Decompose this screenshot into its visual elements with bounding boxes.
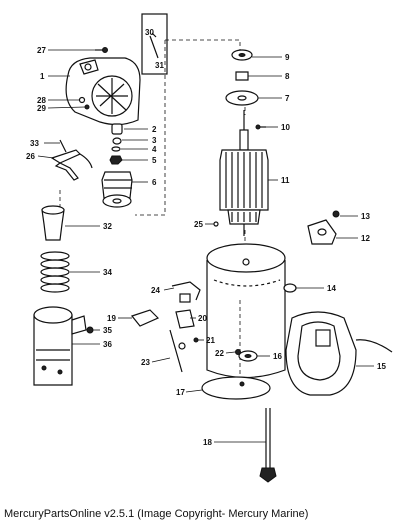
pin-33 — [59, 139, 67, 153]
bushing-2 — [111, 123, 123, 135]
shift-lever — [50, 149, 93, 181]
callout-8: 8 — [285, 72, 290, 81]
part-28 — [78, 96, 86, 104]
callout-19: 19 — [107, 314, 116, 323]
brush-19 — [130, 309, 160, 327]
callout-18: 18 — [203, 438, 212, 447]
drive-assembly — [101, 171, 133, 208]
callout-30: 30 — [145, 28, 154, 37]
callout-5: 5 — [152, 156, 157, 165]
callout-1: 1 — [40, 72, 45, 81]
end-cap-17 — [201, 376, 271, 400]
callout-7: 7 — [285, 94, 290, 103]
callout-2: 2 — [152, 125, 157, 134]
plate-7-hole — [237, 95, 247, 101]
callout-33: 33 — [30, 139, 39, 148]
callout-31: 31 — [155, 61, 164, 70]
callout-17: 17 — [176, 388, 185, 397]
callout-15: 15 — [377, 362, 386, 371]
callout-11: 11 — [281, 176, 290, 185]
brush-holder-12 — [307, 219, 337, 245]
callout-21: 21 — [206, 336, 215, 345]
callout-20: 20 — [198, 314, 207, 323]
drive-end-housing — [65, 57, 141, 126]
callout-9: 9 — [285, 53, 290, 62]
part-29 — [84, 104, 90, 110]
leader-lines — [37, 49, 374, 443]
callout-16: 16 — [273, 352, 282, 361]
washer-21 — [193, 337, 199, 343]
washer-16-hole — [244, 354, 252, 358]
brush-lead — [179, 293, 191, 303]
screw-13 — [332, 210, 340, 218]
solenoid — [33, 306, 87, 386]
bushing-32 — [41, 205, 65, 241]
screw-23-head — [178, 342, 186, 350]
spring-34 — [40, 251, 70, 293]
washer-9-hole — [238, 53, 246, 57]
nut-22 — [235, 349, 241, 355]
callout-4: 4 — [152, 145, 157, 154]
assembly-guide-line — [165, 39, 241, 60]
callout-28: 28 — [37, 96, 46, 105]
callout-27: 27 — [37, 46, 46, 55]
washer-3 — [112, 137, 122, 145]
end-cap-17-hole — [239, 381, 245, 387]
callout-23: 23 — [141, 358, 150, 367]
nut-5 — [109, 155, 123, 165]
callout-25: 25 — [194, 220, 203, 229]
callout-14: 14 — [327, 284, 336, 293]
screw-23 — [169, 329, 183, 373]
callout-3: 3 — [152, 136, 157, 145]
through-bolt-18 — [259, 408, 277, 483]
plate-7 — [225, 90, 259, 106]
bushing-8 — [235, 71, 249, 81]
callout-6: 6 — [152, 178, 157, 187]
assembly-guide-line — [135, 40, 166, 216]
frame-housing — [206, 243, 286, 379]
callout-32: 32 — [103, 222, 112, 231]
terminal-35 — [86, 326, 94, 334]
inset-box — [141, 13, 168, 75]
callout-35: 35 — [103, 326, 112, 335]
callout-29: 29 — [37, 104, 46, 113]
callout-12: 12 — [361, 234, 370, 243]
screw-27 — [95, 47, 108, 53]
spring-clip-24 — [171, 281, 201, 301]
callout-26: 26 — [26, 152, 35, 161]
cover-15 — [285, 311, 393, 396]
callout-34: 34 — [103, 268, 112, 277]
callout-22: 22 — [215, 349, 224, 358]
ring-4 — [111, 146, 121, 152]
callout-24: 24 — [151, 286, 160, 295]
armature — [219, 110, 269, 236]
screw-10-head — [255, 124, 261, 130]
brush-20 — [175, 309, 195, 329]
callout-10: 10 — [281, 123, 290, 132]
grommet-14 — [283, 283, 297, 293]
brush-holder-12-hole — [317, 228, 327, 236]
callout-13: 13 — [361, 212, 370, 221]
inset-screw — [149, 32, 159, 59]
ring-25 — [213, 221, 219, 227]
callout-36: 36 — [103, 340, 112, 349]
copyright-caption: MercuryPartsOnline v2.5.1 (Image Copyrig… — [4, 508, 309, 520]
